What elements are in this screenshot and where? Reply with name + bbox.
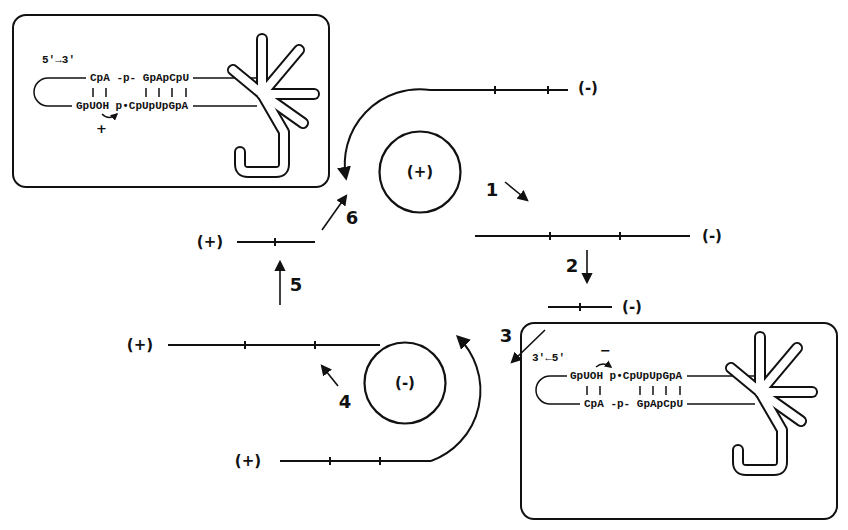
- strand-polarity: (+): [127, 337, 153, 354]
- strand-polarity: (-): [578, 80, 598, 97]
- circle-label: (+): [407, 163, 433, 181]
- cleavage-arrow: [102, 114, 117, 118]
- sequence-text: CpA -p- GpApCpU: [584, 398, 683, 411]
- hammerhead-illustration: [34, 39, 314, 172]
- step-arrow: [322, 366, 338, 386]
- step-arrow: [279, 262, 281, 305]
- ribozyme-inset: 5'→3' CpA -p- GpApCpU GpUOH p•CpUpUpGpA +: [12, 14, 330, 188]
- strand-polarity: (-): [622, 299, 642, 316]
- hammerhead-illustration: [536, 337, 812, 470]
- strand-tick: [547, 86, 549, 94]
- plus-strand: [280, 460, 431, 462]
- strand-polarity: (+): [197, 234, 223, 251]
- step-number: 6: [346, 208, 359, 228]
- plus-strand: [168, 344, 380, 346]
- strand-tick: [549, 232, 551, 240]
- strand-tick: [579, 303, 581, 311]
- strand-line: [687, 403, 755, 405]
- rolling-arc: [431, 337, 480, 461]
- strand-tick: [619, 232, 621, 240]
- sequence-text: CpA -p- GpApCpU: [90, 72, 189, 85]
- base-pairs: [587, 386, 680, 395]
- direction-label: 3'←5': [532, 352, 565, 365]
- strand-tick: [274, 238, 276, 246]
- sequence-text: GpUOH p•CpUpUpGpA: [570, 370, 682, 383]
- polarity-sign: +: [96, 122, 107, 137]
- minus-strand: [475, 235, 690, 237]
- strand-tick: [379, 457, 381, 465]
- polarity-sign: −: [600, 344, 611, 359]
- step-number: 2: [566, 256, 579, 276]
- strand-polarity: (+): [235, 453, 261, 470]
- cleavage-arrow: [596, 364, 611, 367]
- step-arrow: [586, 250, 588, 282]
- strand-polarity: (-): [702, 228, 722, 245]
- strand-tick: [314, 341, 316, 349]
- circle-outline: [380, 132, 461, 213]
- strand-tick: [494, 86, 496, 94]
- circular-rna: (+): [378, 130, 462, 214]
- direction-label: 5'→3': [42, 54, 75, 67]
- strand-line: [193, 105, 257, 107]
- ribozyme-inset: − 3'←5' GpUOH p•CpUpUpGpA CpA -p- GpApCpU: [520, 322, 838, 520]
- ribozyme-structure: [731, 337, 812, 470]
- step-arrow: [505, 182, 527, 200]
- strand-tick: [329, 457, 331, 465]
- step-number: 5: [290, 275, 303, 295]
- base-pairs: [93, 88, 186, 97]
- step-number: 4: [339, 392, 352, 412]
- ribozyme-structure: [233, 39, 314, 172]
- circular-rna: (-): [363, 341, 447, 425]
- rna-strands: [168, 86, 690, 465]
- step-number: 1: [486, 180, 499, 200]
- step-arrow: [322, 196, 346, 230]
- circle-outline: [365, 343, 446, 424]
- sequence-text: GpUOH p•CpUpUpGpA: [76, 100, 188, 113]
- circle-label: (-): [395, 374, 415, 392]
- strand-tick: [244, 341, 246, 349]
- step-number: 3: [500, 326, 513, 346]
